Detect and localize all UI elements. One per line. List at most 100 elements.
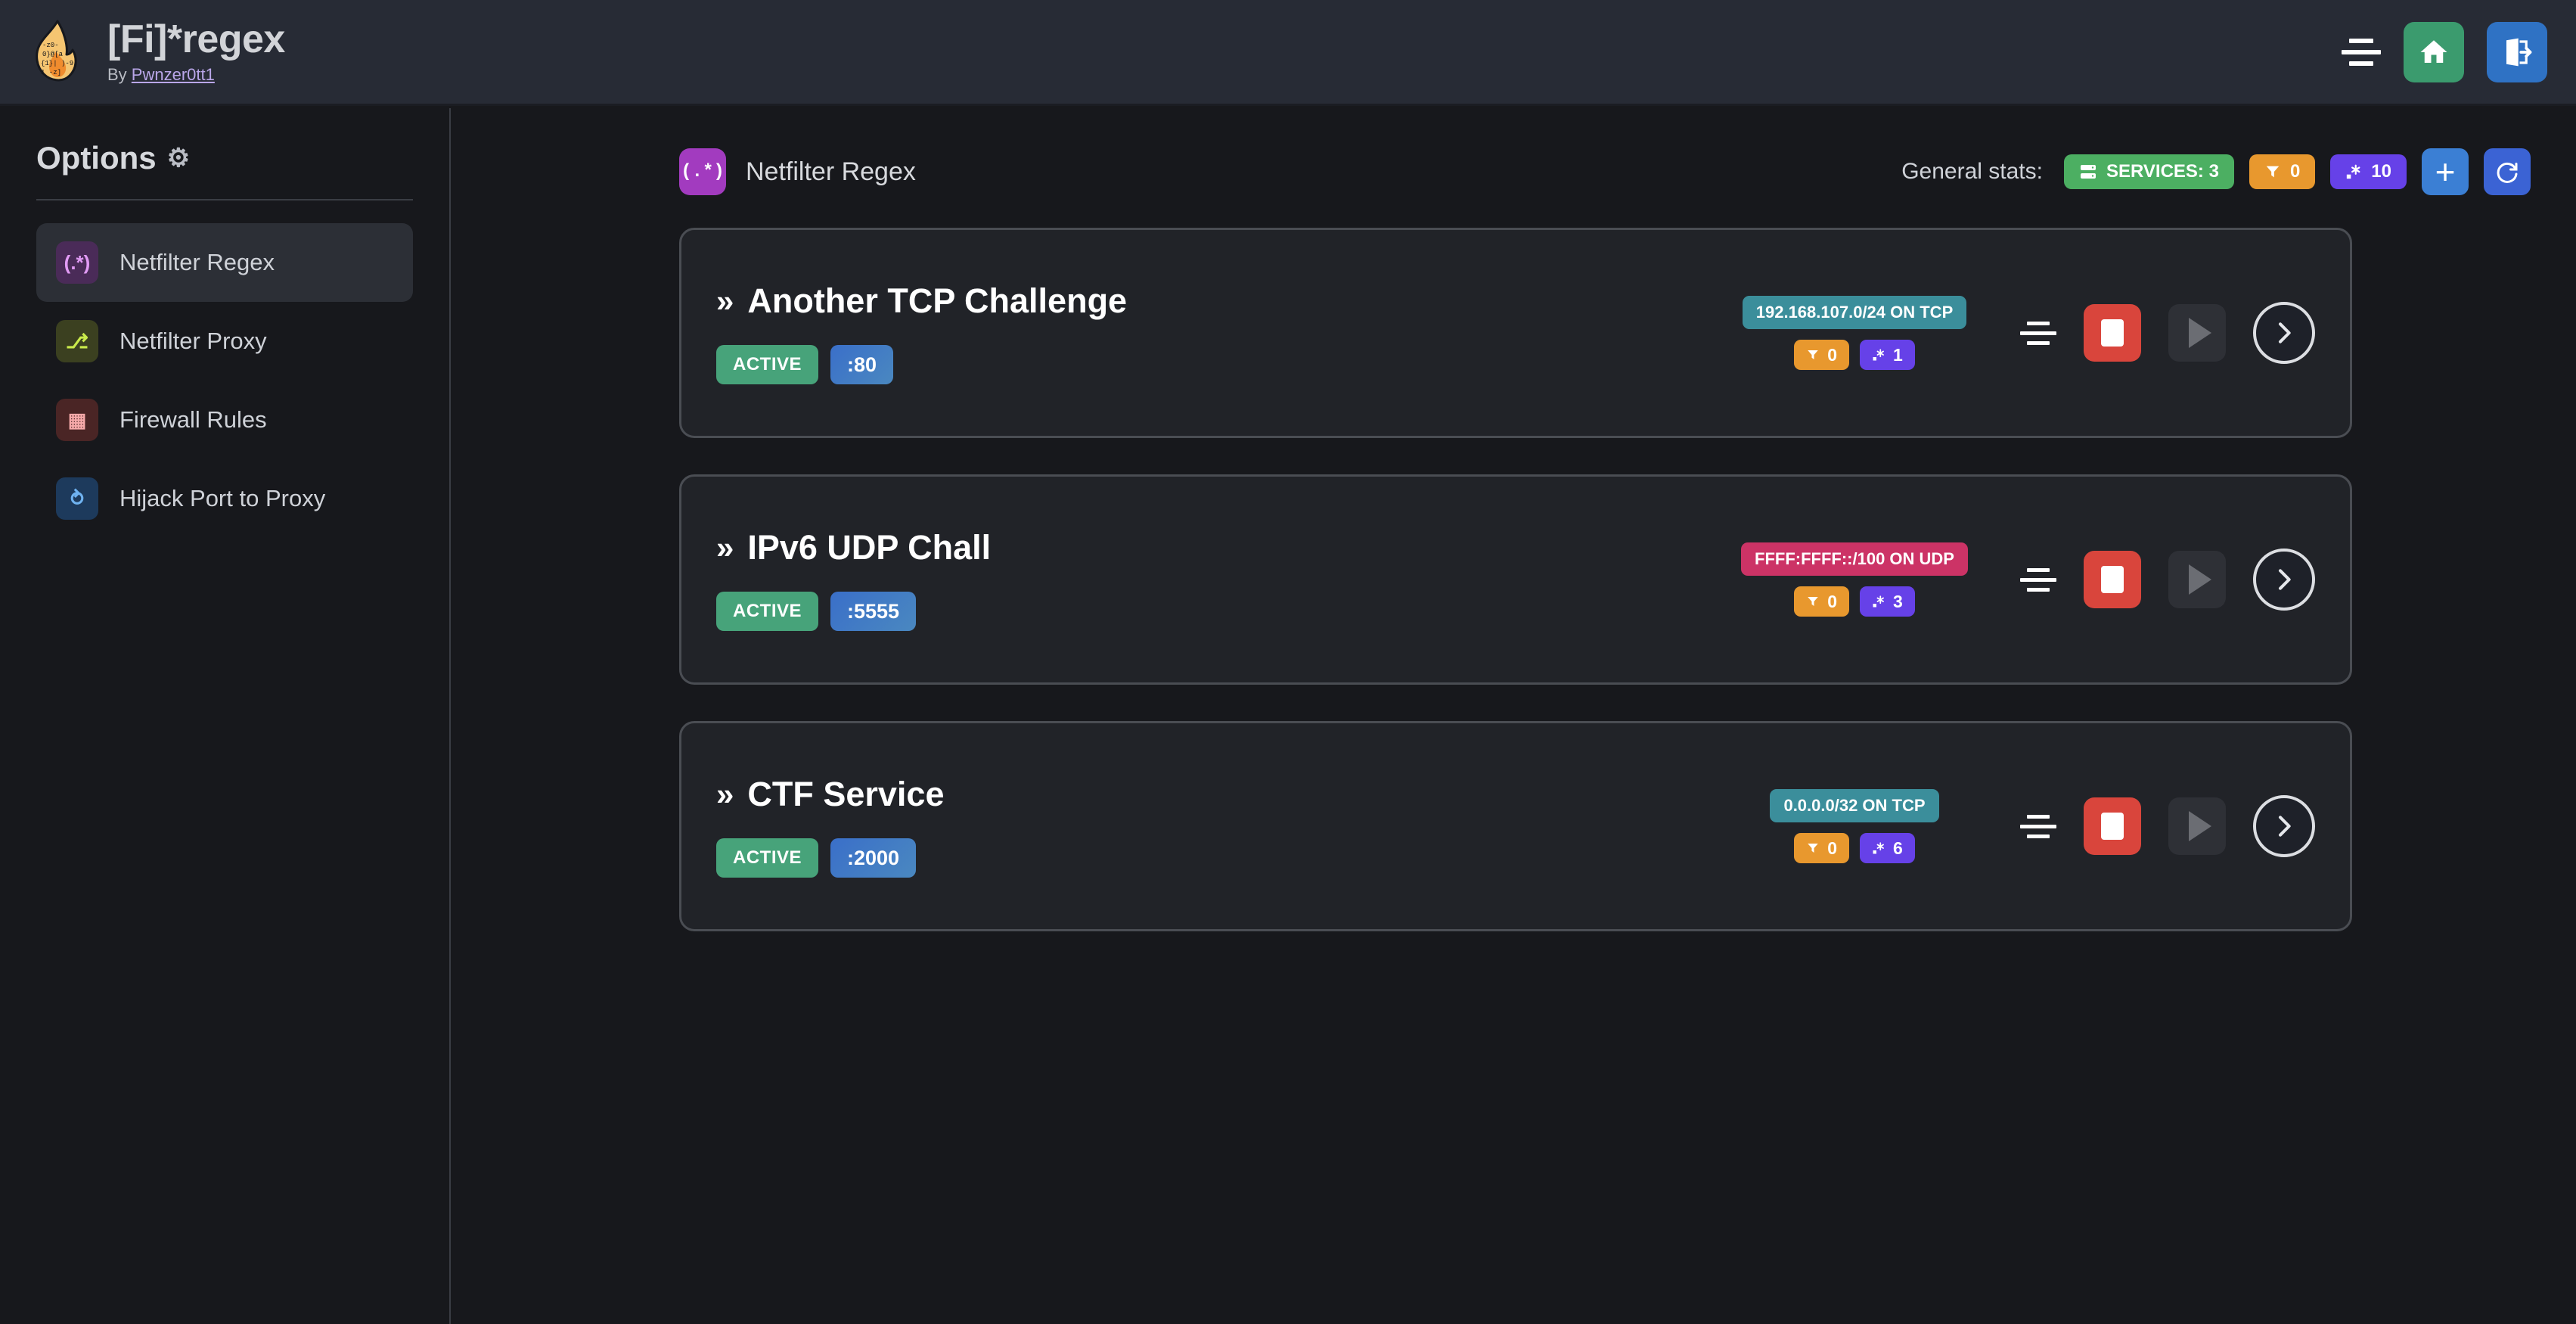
regex-dot-star-icon — [1873, 842, 1884, 854]
status-badge: ACTIVE — [716, 592, 819, 631]
double-chevron-icon: » — [716, 776, 734, 812]
play-icon — [2189, 564, 2211, 595]
play-button[interactable] — [2168, 304, 2226, 362]
sidebar-item-netfilter-regex[interactable]: (.*) Netfilter Regex — [36, 223, 413, 302]
network-info: 192.168.107.0/24 ON TCP 0 1 — [1730, 296, 1979, 370]
sidebar-item-hijack-port-to-proxy[interactable]: ⥁ Hijack Port to Proxy — [36, 459, 413, 538]
align-center-icon[interactable] — [2020, 565, 2056, 594]
filter-icon — [1808, 844, 1818, 853]
general-stats: General stats: SERVICES: 3 0 — [1901, 148, 2531, 195]
service-actions — [2020, 302, 2315, 364]
service-name-row: » CTF Service — [716, 775, 1639, 814]
service-name-row: » Another TCP Challenge — [716, 281, 1639, 321]
sidebar-item-label: Netfilter Regex — [119, 249, 275, 275]
filters-count-badge: 0 — [1794, 586, 1849, 617]
play-button[interactable] — [2168, 551, 2226, 608]
home-button[interactable] — [2404, 21, 2464, 82]
counts: 0 6 — [1794, 833, 1915, 863]
sidebar-item-label: Firewall Rules — [119, 406, 267, 433]
top-bar: -z0- 0}@[a {1}| )-9] 1 -z] [Fi]*regex By… — [0, 0, 2576, 106]
sidebar-heading: Options ⚙ — [36, 140, 449, 176]
chevron-right-icon — [2279, 569, 2291, 590]
stat-regexes-label: 10 — [2371, 161, 2391, 182]
sidebar-item-netfilter-proxy[interactable]: ⎇ Netfilter Proxy — [36, 302, 413, 381]
plug-icon: ⎇ — [56, 320, 98, 362]
stat-regexes-count[interactable]: 10 — [2330, 154, 2407, 189]
gear-icon: ⚙ — [166, 144, 191, 172]
status-badge: ACTIVE — [716, 345, 819, 384]
content-header: (.*) Netfilter Regex General stats: SERV… — [679, 148, 2531, 196]
stat-services-count[interactable]: SERVICES: 3 — [2063, 154, 2234, 189]
network-badge: 0.0.0.0/32 ON TCP — [1770, 789, 1939, 822]
brand: -z0- 0}@[a {1}| )-9] 1 -z] [Fi]*regex By… — [29, 19, 285, 85]
sidebar: Options ⚙ (.*) Netfilter Regex ⎇ Netfilt… — [0, 108, 451, 1324]
service-card[interactable]: » CTF Service ACTIVE :2000 0.0.0.0/32 ON… — [679, 721, 2352, 931]
author-link[interactable]: Pwnzer0tt1 — [131, 64, 215, 84]
sidebar-divider — [36, 199, 413, 200]
logout-button[interactable] — [2487, 21, 2547, 82]
chevron-right-icon — [2279, 816, 2291, 837]
sidebar-nav: (.*) Netfilter Regex ⎇ Netfilter Proxy ▦… — [0, 223, 449, 538]
sidebar-heading-label: Options — [36, 140, 157, 176]
add-service-button[interactable]: + — [2422, 148, 2469, 195]
service-actions — [2020, 795, 2315, 857]
stop-button[interactable] — [2084, 304, 2141, 362]
regexes-count-value: 3 — [1893, 591, 1903, 611]
app-title: [Fi]*regex — [107, 17, 285, 62]
network-badge: FFFF:FFFF::/100 ON UDP — [1741, 542, 1968, 576]
service-badges: ACTIVE :80 — [716, 345, 1639, 384]
filters-count-value: 0 — [1827, 344, 1837, 365]
regex-icon: (.*) — [679, 148, 726, 195]
service-card[interactable]: » Another TCP Challenge ACTIVE :80 192.1… — [679, 228, 2352, 438]
service-info: » IPv6 UDP Chall ACTIVE :5555 — [716, 528, 1639, 631]
service-name: Another TCP Challenge — [747, 281, 1128, 320]
stop-button[interactable] — [2084, 797, 2141, 855]
stop-icon — [2101, 566, 2124, 593]
main-content: (.*) Netfilter Regex General stats: SERV… — [452, 108, 2576, 1324]
play-button[interactable] — [2168, 797, 2226, 855]
flame-regex-logo-icon: -z0- 0}@[a {1}| )-9] 1 -z] — [29, 20, 83, 85]
port-badge: :5555 — [830, 592, 917, 631]
svg-text:1 -z]: 1 -z] — [41, 69, 61, 76]
regex-dot-star-icon — [1873, 595, 1884, 608]
stop-icon — [2101, 813, 2124, 840]
chevron-right-icon — [2279, 322, 2291, 343]
sidebar-item-firewall-rules[interactable]: ▦ Firewall Rules — [36, 381, 413, 459]
filters-count-value: 0 — [1827, 838, 1837, 858]
details-button[interactable] — [2253, 795, 2315, 857]
refresh-icon — [2497, 162, 2518, 183]
status-badge: ACTIVE — [716, 838, 819, 878]
sidebar-item-label: Netfilter Proxy — [119, 328, 267, 354]
logout-icon — [2506, 38, 2532, 66]
service-meta: 192.168.107.0/24 ON TCP 0 1 — [1730, 296, 2315, 370]
network-badge: 192.168.107.0/24 ON TCP — [1742, 296, 1967, 329]
counts: 0 3 — [1794, 586, 1915, 617]
port-badge: :80 — [830, 345, 894, 384]
filters-count-badge: 0 — [1794, 833, 1849, 863]
service-badges: ACTIVE :2000 — [716, 838, 1639, 878]
svg-text:-z0-: -z0- — [42, 42, 59, 49]
stat-filters-label: 0 — [2289, 161, 2301, 182]
regexes-count-badge: 3 — [1860, 586, 1915, 617]
service-meta: 0.0.0.0/32 ON TCP 0 6 — [1730, 789, 2315, 863]
align-center-icon[interactable] — [2020, 812, 2056, 841]
refresh-button[interactable] — [2484, 148, 2531, 195]
stat-filters-count[interactable]: 0 — [2249, 154, 2316, 189]
details-button[interactable] — [2253, 549, 2315, 611]
service-list: » Another TCP Challenge ACTIVE :80 192.1… — [679, 228, 2352, 931]
align-center-icon[interactable] — [2342, 37, 2381, 67]
service-name-row: » IPv6 UDP Chall — [716, 528, 1639, 567]
svg-text:0}@[a: 0}@[a — [42, 51, 64, 58]
regexes-count-badge: 1 — [1860, 340, 1915, 370]
service-card[interactable]: » IPv6 UDP Chall ACTIVE :5555 FFFF:FFFF:… — [679, 474, 2352, 685]
details-button[interactable] — [2253, 302, 2315, 364]
service-info: » Another TCP Challenge ACTIVE :80 — [716, 281, 1639, 384]
service-actions — [2020, 549, 2315, 611]
regexes-count-value: 6 — [1893, 838, 1903, 858]
align-center-icon[interactable] — [2020, 319, 2056, 347]
network-info: FFFF:FFFF::/100 ON UDP 0 3 — [1730, 542, 1979, 617]
filter-icon — [2266, 166, 2280, 178]
stop-button[interactable] — [2084, 551, 2141, 608]
svg-text:{1}| )-9]: {1}| )-9] — [41, 60, 78, 67]
filter-icon — [1808, 597, 1818, 606]
